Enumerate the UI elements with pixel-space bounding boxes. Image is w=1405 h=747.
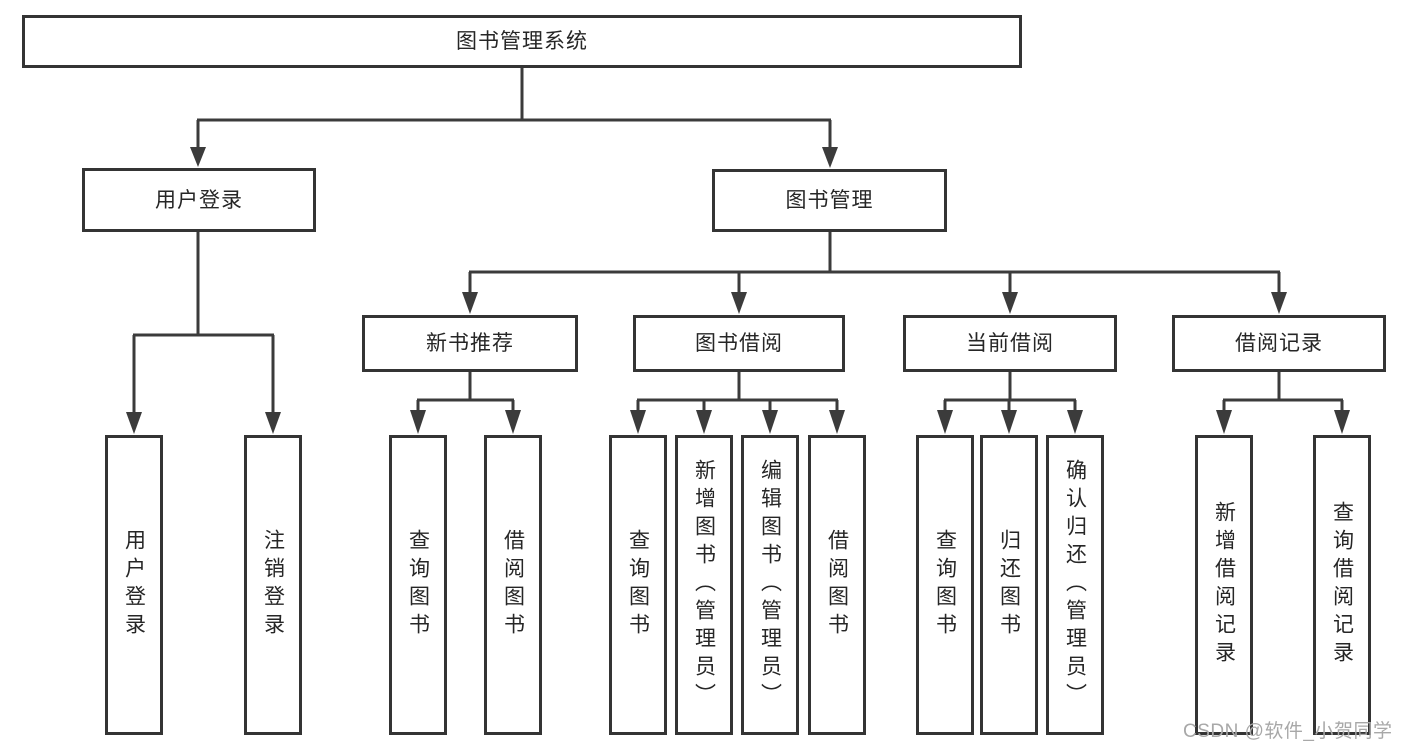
node-book-borrow: 图书借阅 [633,315,845,372]
leaf-add-borrow-record: 新增借阅记录 [1195,435,1253,735]
leaf-borrow-book: 借阅图书 [808,435,866,735]
leaf-query-book-borrow: 查询图书 [609,435,667,735]
connector-root-to-level2 [190,68,838,168]
node-user-login: 用户登录 [82,168,316,232]
connector-newbook-to-leaves [410,372,521,434]
leaf-user-login: 用户登录 [105,435,163,735]
node-borrow-records: 借阅记录 [1172,315,1386,372]
connector-userlogin-to-leaves [126,232,281,434]
csdn-watermark: CSDN @软件_小贺同学 [1183,721,1393,742]
leaf-logout: 注销登录 [244,435,302,735]
node-root-system: 图书管理系统 [22,15,1022,68]
connector-currentborrow-to-leaves [937,372,1083,434]
connector-records-to-leaves [1216,372,1350,434]
leaf-confirm-return-admin: 确认归还（管理员） [1046,435,1104,735]
leaf-query-borrow-record: 查询借阅记录 [1313,435,1371,735]
connector-bookmgmt-to-level3 [462,232,1287,314]
node-new-book-recommend: 新书推荐 [362,315,578,372]
leaf-query-book-newrec: 查询图书 [389,435,447,735]
connector-bookborrow-to-leaves [630,372,845,434]
node-book-management: 图书管理 [712,169,947,232]
node-current-borrow: 当前借阅 [903,315,1117,372]
leaf-return-book: 归还图书 [980,435,1038,735]
leaf-edit-book-admin: 编辑图书（管理员） [741,435,799,735]
leaf-borrow-book-newrec: 借阅图书 [484,435,542,735]
leaf-add-book-admin: 新增图书（管理员） [675,435,733,735]
leaf-query-book-current: 查询图书 [916,435,974,735]
